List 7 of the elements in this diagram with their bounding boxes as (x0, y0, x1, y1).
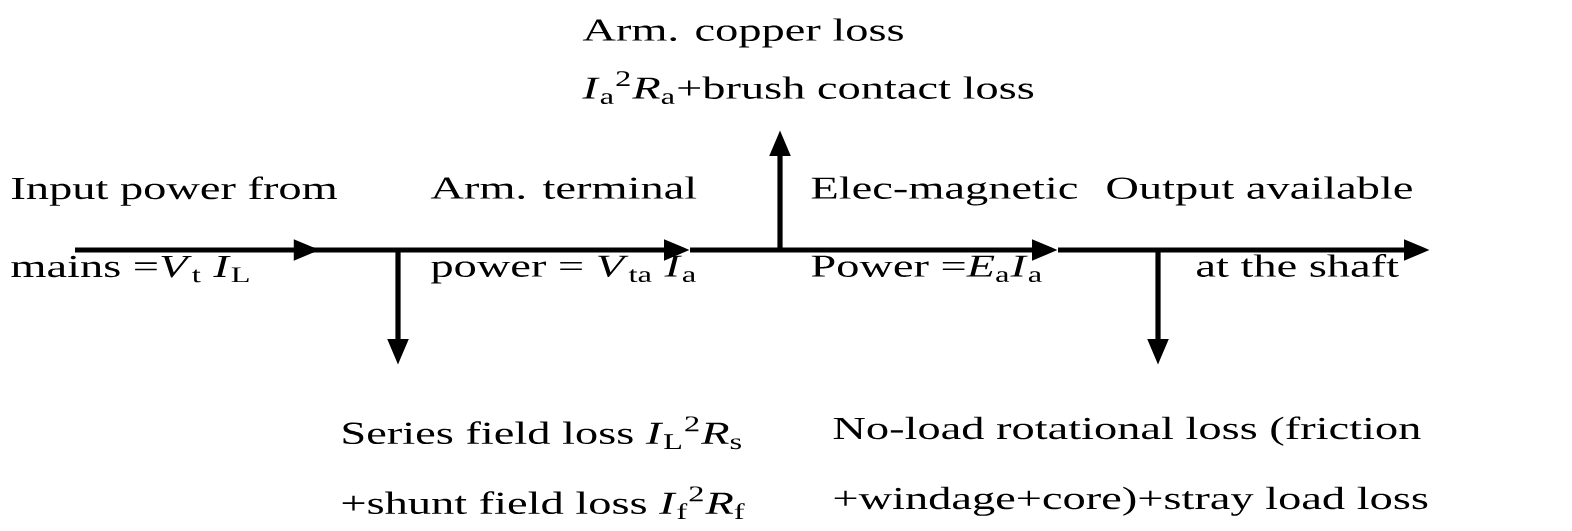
text-label: Series field loss I$_{L}$$^{2}$R$_{s}$ +shunt field loss I$_{f}$$^{2}$R$_{f}$ (342, 416, 745, 519)
text-label: Elec-magnetic Power =E$_{a}$I$_{a}$ (811, 176, 1077, 282)
text-label: Input power from mains =V$_{t}$ I$_{L}$ (11, 176, 337, 283)
text-label: No-load rotational loss (friction +windage+core)+stray load loss (833, 416, 1428, 516)
text-label: Output available at the shaft (1107, 176, 1412, 277)
text-label: Arm. copper loss I$_{a}$$^{2}$R$_{a}$+brush contact loss (582, 18, 1034, 104)
text-label: Arm. terminal power = V$_{ta}$ I$_{a}$ (430, 176, 697, 284)
